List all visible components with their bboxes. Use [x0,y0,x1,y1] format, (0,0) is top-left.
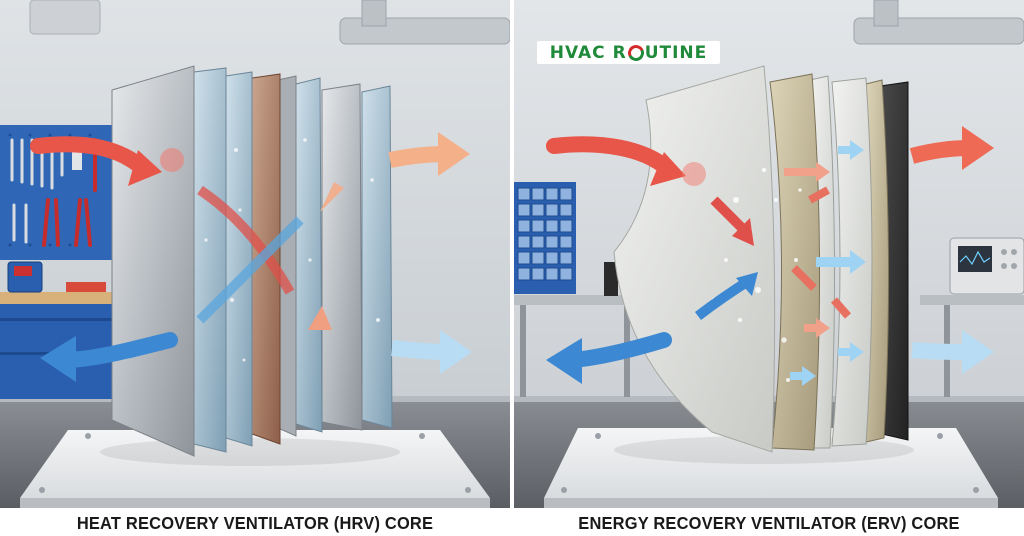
logo-word-hvac: HVAC [549,42,606,63]
airflow-arrows [546,126,994,386]
parts-organizer [514,182,576,294]
erv-core-illustration [514,0,1024,508]
logo-letters-utine: UTINE [644,42,708,63]
oscilloscope [949,237,1024,295]
erv-caption: ENERGY RECOVERY VENTILATOR (ERV) CORE [529,508,1009,536]
hrv-core-illustration [0,0,510,508]
airflow-arrows [30,132,472,382]
logo-o-ring-icon [625,42,646,63]
hvac-routine-logo: HVAC R UTINE [537,41,720,64]
panel-divider [510,0,514,536]
logo-letter-r: R [612,42,627,63]
ceiling-duct [853,0,1024,45]
erv-panel: ENERGY RECOVERY VENTILATOR (ERV) CORE [514,0,1024,536]
heat-exchanger-plates [111,65,393,457]
hrv-caption: HEAT RECOVERY VENTILATOR (HRV) CORE [15,508,495,536]
display-stand [20,430,490,508]
hrv-panel: HEAT RECOVERY VENTILATOR (HRV) CORE [0,0,510,536]
ceiling-duct [29,0,510,45]
